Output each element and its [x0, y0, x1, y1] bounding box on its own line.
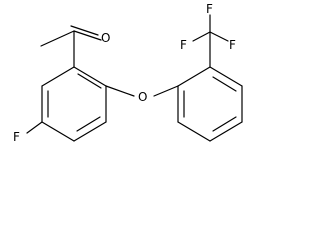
bond-ring2-5-6	[177, 121, 211, 142]
bond-ring2-4-5	[209, 121, 243, 142]
cf3-fluorine-left-label: F	[180, 38, 187, 52]
ether-oxygen-label: O	[138, 90, 147, 104]
bond-ring1-3-4	[73, 121, 107, 142]
bond-carbonyl-double-b	[70, 25, 99, 36]
bond-methyl-carbonyl	[40, 30, 75, 47]
bond-ring1-inner-a	[77, 73, 102, 89]
bond-ring1-inner-b	[76, 116, 101, 132]
bond-ring1-4-5	[41, 121, 75, 142]
bond-ring2-2-3	[209, 66, 243, 87]
cf3-fluorine-right-label: F	[229, 38, 236, 52]
bond-ring1-1-2	[73, 66, 107, 87]
bond-ring2-inner-c	[212, 76, 237, 92]
bond-ring1-fluorine	[26, 121, 43, 134]
cf3-fluorine-top-label: F	[206, 2, 213, 16]
ring-fluorine-label: F	[13, 130, 20, 144]
atom-labels: O O F F F F	[13, 2, 236, 144]
bond-ether-ring2	[153, 85, 179, 97]
carbonyl-oxygen-label: O	[101, 31, 110, 45]
bonds	[26, 14, 243, 142]
bond-ring1-6-1	[41, 66, 75, 87]
molecule-structure: O O F F F F	[13, 2, 243, 144]
bond-cf3-f-left	[192, 31, 211, 42]
bond-ring2-1-2	[177, 66, 211, 87]
bond-carbonyl-double-a	[73, 30, 102, 41]
bond-ring2-inner-b	[212, 116, 237, 132]
bond-ring1-ether	[105, 85, 135, 97]
bond-cf3-f-right	[209, 31, 229, 42]
